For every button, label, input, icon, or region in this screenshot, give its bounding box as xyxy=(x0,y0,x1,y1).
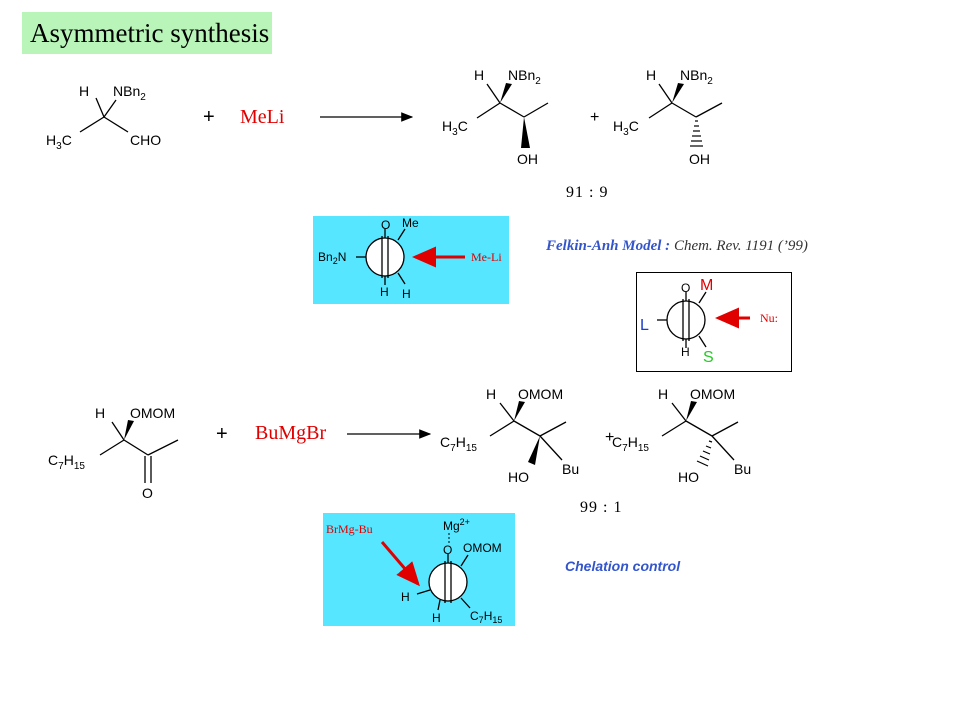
substrate2-skeleton xyxy=(99,421,179,483)
svg-text:H: H xyxy=(380,285,389,299)
svg-text:H3C: H3C xyxy=(46,132,72,152)
felkin-anh-label: Felkin-Anh Model : Chem. Rev. 1191 (’99) xyxy=(546,238,808,255)
felkin-model-box xyxy=(636,272,792,372)
plus-sign-2b: + xyxy=(605,429,614,446)
newman1-drawing xyxy=(356,228,465,285)
svg-text:Bu: Bu xyxy=(562,461,579,477)
product1a-skeleton xyxy=(476,83,549,119)
page-title: Asymmetric synthesis xyxy=(30,18,270,48)
product1b-skeleton xyxy=(648,83,723,119)
felkin-anh-ref: Chem. Rev. 1191 (’99) xyxy=(673,238,808,254)
ratio-2: 99 : 1 xyxy=(580,499,623,516)
svg-text:H: H xyxy=(646,67,656,83)
svg-text:H: H xyxy=(474,67,484,83)
newman1-reagent-label: Me-Li xyxy=(471,250,502,264)
product1a-wedge-oh xyxy=(521,117,530,148)
felkin-generic-drawing xyxy=(657,291,750,348)
svg-text:HO: HO xyxy=(678,469,699,485)
newman2-attack-arrow xyxy=(380,541,420,587)
svg-text:Bn2N: Bn2N xyxy=(318,250,346,266)
newman2-labels: BrMg-Bu Mg2+ O OMOM H H C7H15 xyxy=(326,517,502,625)
svg-text:C7H15: C7H15 xyxy=(440,434,477,454)
svg-text:H: H xyxy=(681,345,690,359)
svg-text:O: O xyxy=(381,218,390,232)
svg-text:H: H xyxy=(432,611,441,625)
svg-text:HO: HO xyxy=(508,469,529,485)
svg-text:C7H15: C7H15 xyxy=(612,434,649,454)
substrate1-labels: H NBn2 H3C CHO xyxy=(46,83,161,152)
svg-text:Nu:: Nu: xyxy=(760,311,778,325)
newman1-panel xyxy=(313,216,509,304)
svg-text:Me: Me xyxy=(402,216,419,230)
svg-text:CHO: CHO xyxy=(130,132,161,148)
svg-text:NBn2: NBn2 xyxy=(508,67,541,87)
svg-text:H: H xyxy=(658,386,668,402)
plus-sign-2: + xyxy=(216,423,228,445)
svg-text:H3C: H3C xyxy=(442,118,468,138)
svg-text:L: L xyxy=(640,317,649,334)
product2b-hash-ho xyxy=(696,440,713,467)
product2a-wedge-ho xyxy=(528,436,540,465)
svg-text:O: O xyxy=(443,543,452,557)
product2b-labels: H OMOM C7H15 HO Bu xyxy=(612,386,751,485)
product1a-wedge-nbn2 xyxy=(500,83,512,103)
svg-text:C7H15: C7H15 xyxy=(48,452,85,472)
svg-text:NBn2: NBn2 xyxy=(113,83,146,103)
plus-sign-1b: + xyxy=(590,109,599,126)
svg-text:H: H xyxy=(486,386,496,402)
title-banner: Asymmetric synthesis xyxy=(22,12,272,54)
reagent-meli: MeLi xyxy=(240,106,285,128)
product1b-labels: H NBn2 H3C OH xyxy=(613,67,713,167)
svg-text:M: M xyxy=(700,277,713,294)
plus-sign-1: + xyxy=(203,106,215,128)
svg-text:Mg2+: Mg2+ xyxy=(443,517,470,533)
svg-text:H: H xyxy=(402,287,411,301)
chelation-control-label: Chelation control xyxy=(565,558,681,574)
ratio-1: 91 : 9 xyxy=(566,184,609,201)
svg-text:O: O xyxy=(681,281,690,295)
reagent-bumgbr: BuMgBr xyxy=(255,422,327,444)
svg-text:OMOM: OMOM xyxy=(518,386,563,402)
svg-text:OMOM: OMOM xyxy=(130,405,175,421)
substrate2-labels: H OMOM C7H15 O xyxy=(48,405,175,501)
product2b-skeleton xyxy=(661,402,739,461)
svg-text:H: H xyxy=(95,405,105,421)
svg-text:OMOM: OMOM xyxy=(690,386,735,402)
svg-text:Bu: Bu xyxy=(734,461,751,477)
svg-text:OH: OH xyxy=(517,151,538,167)
newman2-drawing xyxy=(380,541,471,611)
svg-text:BrMg-Bu: BrMg-Bu xyxy=(326,522,373,536)
svg-text:H3C: H3C xyxy=(613,118,639,138)
svg-text:H: H xyxy=(79,83,89,99)
product2a-labels: H OMOM C7H15 HO Bu xyxy=(440,386,579,485)
product2a-wedge-omom xyxy=(514,401,525,421)
svg-text:NBn2: NBn2 xyxy=(680,67,713,87)
svg-text:OH: OH xyxy=(689,151,710,167)
svg-text:OMOM: OMOM xyxy=(463,541,502,555)
product2b-wedge-omom xyxy=(686,401,697,421)
product1b-hash-oh xyxy=(690,120,703,147)
felkin-anh-title: Felkin-Anh Model : xyxy=(546,238,674,254)
newman1-labels: O Me Bn2N H H xyxy=(318,216,419,301)
svg-text:C7H15: C7H15 xyxy=(470,609,502,625)
product1a-labels: H NBn2 H3C OH xyxy=(442,67,541,167)
substrate2-wedge xyxy=(124,420,134,440)
svg-text:S: S xyxy=(703,349,714,366)
substrate1-skeleton xyxy=(79,97,129,133)
product1b-wedge-nbn2 xyxy=(672,83,684,103)
svg-text:H: H xyxy=(401,590,410,604)
svg-text:O: O xyxy=(142,485,153,501)
felkin-generic-labels: O M L H S Nu: xyxy=(640,277,778,366)
product2a-skeleton xyxy=(489,402,567,461)
